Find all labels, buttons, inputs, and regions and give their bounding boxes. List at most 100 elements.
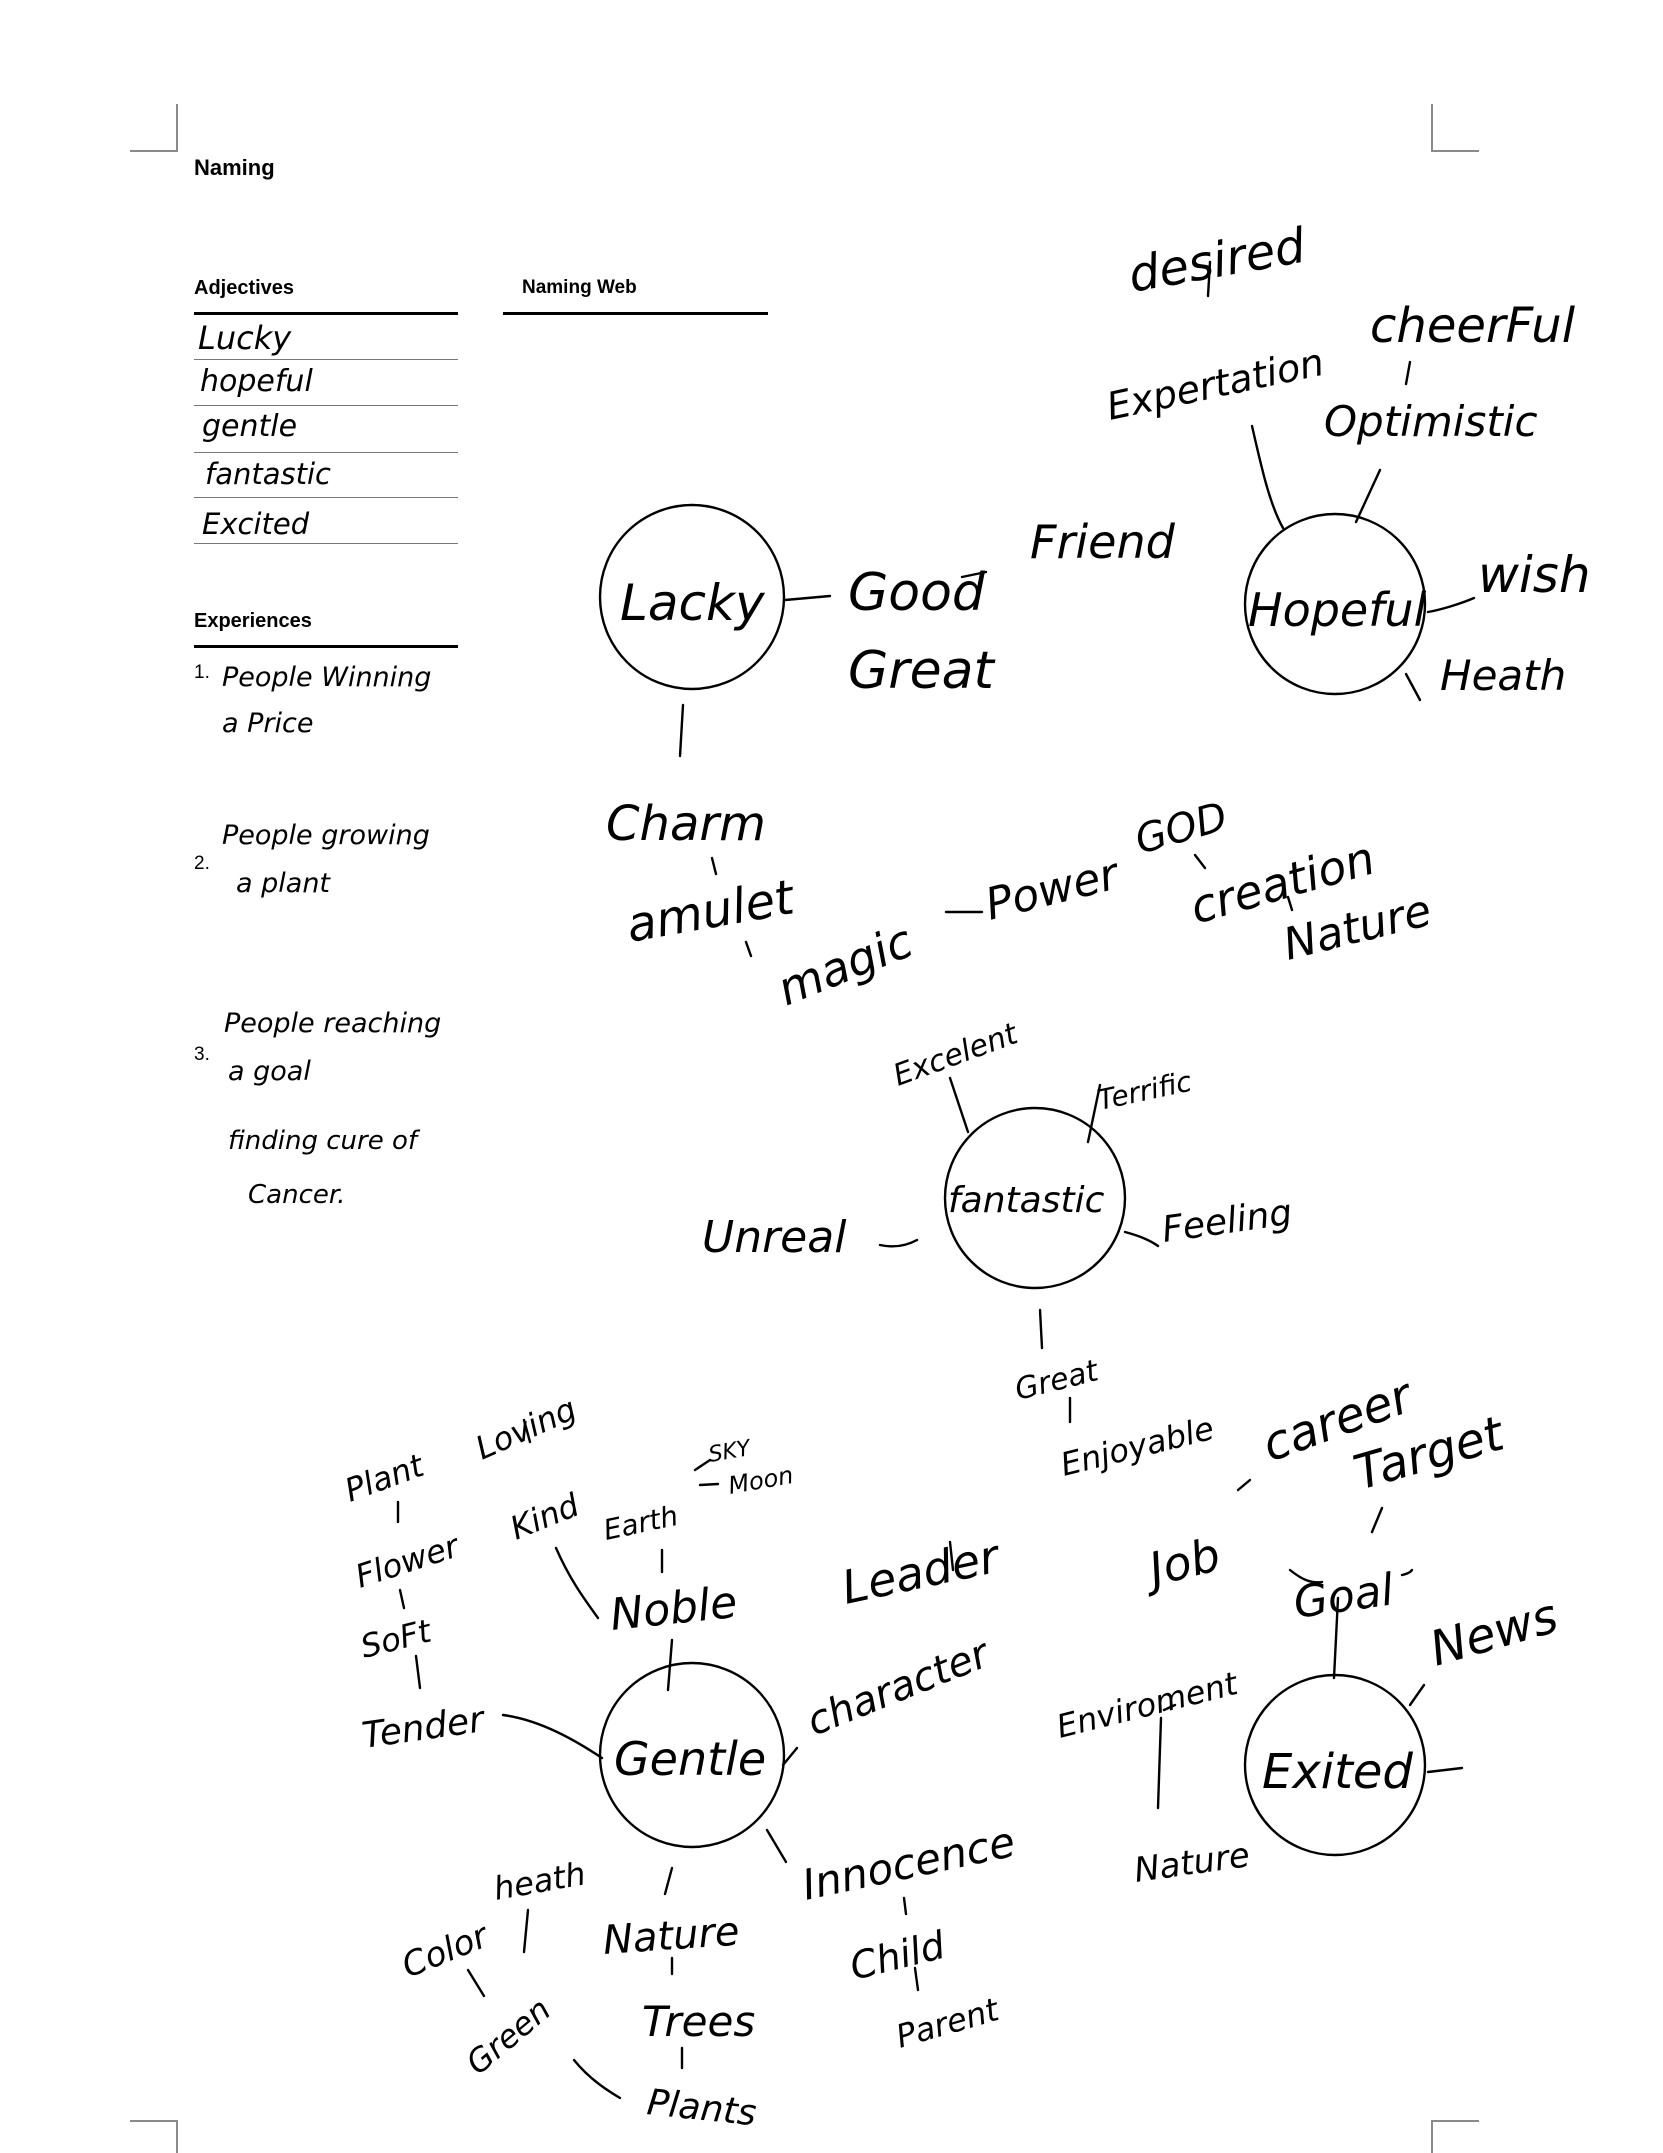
- hub-label-excited: Exited: [1262, 1744, 1413, 1800]
- web-word-great: Great: [848, 641, 996, 701]
- connector: [744, 940, 753, 958]
- web-word-child: Child: [846, 1923, 951, 1989]
- web-word-expectation: Expertation: [1103, 340, 1328, 429]
- connector: [414, 1654, 422, 1690]
- web-word-green: Green: [459, 1990, 558, 2082]
- connector: [783, 594, 832, 602]
- web-word-loving: Loving: [470, 1390, 582, 1468]
- crop-mark-top-right-v: [1431, 104, 1433, 152]
- web-word-charm: Charm: [606, 796, 766, 852]
- web-word-power: Power: [980, 848, 1126, 931]
- web-word-enviroment: Enviroment: [1053, 1664, 1243, 1746]
- web-word-noble: Noble: [608, 1577, 740, 1641]
- experience-line: People growing: [222, 820, 430, 851]
- connector: [522, 1418, 532, 1444]
- web-word-plant: Plant: [340, 1446, 430, 1510]
- connector: [1038, 1308, 1044, 1350]
- web-word-nature-g: Nature: [601, 1909, 740, 1964]
- web-word-nature-e: Nature: [1132, 1835, 1252, 1891]
- adjective-line: [194, 497, 458, 498]
- connector: [710, 856, 718, 876]
- connector: [1404, 360, 1412, 386]
- web-word-feeling: Feeling: [1160, 1192, 1295, 1251]
- connector: [1400, 1568, 1414, 1577]
- web-word-trees: Trees: [642, 1997, 755, 2046]
- web-word-innocence: Innocence: [798, 1817, 1019, 1910]
- web-word-amulet: amulet: [622, 869, 800, 954]
- web-word-sky: SKY: [707, 1436, 754, 1468]
- web-word-kind: Kind: [505, 1486, 585, 1548]
- connector: [1288, 1568, 1324, 1584]
- web-word-enjoyable: Enjoyable: [1057, 1409, 1218, 1484]
- experience-line: a plant: [236, 868, 331, 899]
- adjective-item: gentle: [202, 409, 298, 444]
- crop-mark-bottom-left-v: [176, 2120, 178, 2153]
- connector: [1156, 1716, 1163, 1810]
- adjective-line: [194, 452, 458, 453]
- experience-number: 1.: [194, 662, 210, 683]
- web-word-magic: magic: [770, 914, 920, 1017]
- connector: [913, 1966, 920, 1992]
- web-word-goal: Goal: [1290, 1564, 1397, 1629]
- hub-label-lucky: Lacky: [620, 574, 766, 632]
- connector: [1332, 1596, 1340, 1680]
- connector: [1370, 1506, 1384, 1534]
- web-word-good: Good: [848, 563, 986, 623]
- adjective-item: Excited: [202, 507, 310, 541]
- web-word-desired: desired: [1124, 218, 1310, 304]
- adjective-item: fantastic: [205, 457, 331, 491]
- crop-mark-bottom-right-h: [1431, 2120, 1479, 2122]
- experience-number: 3.: [194, 1044, 210, 1065]
- web-word-excelent: Excelent: [889, 1016, 1024, 1094]
- connector: [663, 1866, 674, 1896]
- connector: [1162, 1703, 1177, 1712]
- experiences-heading: Experiences: [194, 610, 312, 632]
- experience-line: finding cure of: [228, 1126, 418, 1156]
- connector: [1086, 1083, 1102, 1144]
- hub-circle-lucky: [598, 503, 786, 691]
- experiences-rule: [194, 645, 458, 648]
- crop-mark-bottom-right-v: [1431, 2120, 1433, 2153]
- connector: [781, 1746, 799, 1767]
- page-title: Naming: [194, 155, 275, 180]
- connector: [948, 1540, 955, 1572]
- connector: [1426, 1766, 1464, 1774]
- connector: [1404, 672, 1422, 702]
- connector: [1408, 1683, 1426, 1707]
- web-word-unreal: Unreal: [702, 1212, 847, 1263]
- web-word-leader: Leader: [837, 1528, 1006, 1614]
- experience-number: 2.: [194, 853, 210, 874]
- connector: [1250, 424, 1285, 530]
- adjectives-rule: [194, 312, 458, 315]
- web-word-flower: Flower: [351, 1526, 465, 1595]
- naming-web-heading: Naming Web: [522, 277, 637, 298]
- web-word-earth: Earth: [601, 1499, 681, 1547]
- connector: [1206, 260, 1212, 298]
- connector: [554, 1546, 600, 1620]
- connector: [572, 2058, 622, 2100]
- hub-circle-fantastic: [943, 1106, 1127, 1290]
- connector: [398, 1588, 406, 1610]
- web-word-friend: Friend: [1030, 515, 1176, 569]
- adjectives-heading: Adjectives: [194, 277, 295, 299]
- crop-mark-top-right-h: [1431, 150, 1479, 152]
- web-word-god: GOD: [1130, 794, 1232, 864]
- web-word-optimistic: Optimistic: [1324, 397, 1538, 446]
- experience-line: People Winning: [222, 662, 432, 693]
- web-word-news: News: [1424, 1588, 1564, 1678]
- experience-line: a Price: [222, 708, 314, 739]
- web-word-great-f: Great: [1011, 1353, 1102, 1408]
- hub-circle-gentle: [598, 1661, 786, 1849]
- connector: [948, 1076, 970, 1134]
- web-word-soft: SoFt: [357, 1611, 436, 1665]
- web-word-cheerful: cheerFul: [1370, 298, 1576, 354]
- connector: [1354, 468, 1382, 524]
- hub-label-fantastic: fantastic: [948, 1180, 1105, 1221]
- adjective-line: [194, 543, 458, 544]
- connector: [765, 1828, 788, 1864]
- connector: [1286, 895, 1294, 912]
- connector: [666, 1638, 674, 1692]
- connector: [678, 703, 685, 758]
- crop-mark-top-left-h: [130, 150, 178, 152]
- web-word-moon: Moon: [726, 1461, 795, 1500]
